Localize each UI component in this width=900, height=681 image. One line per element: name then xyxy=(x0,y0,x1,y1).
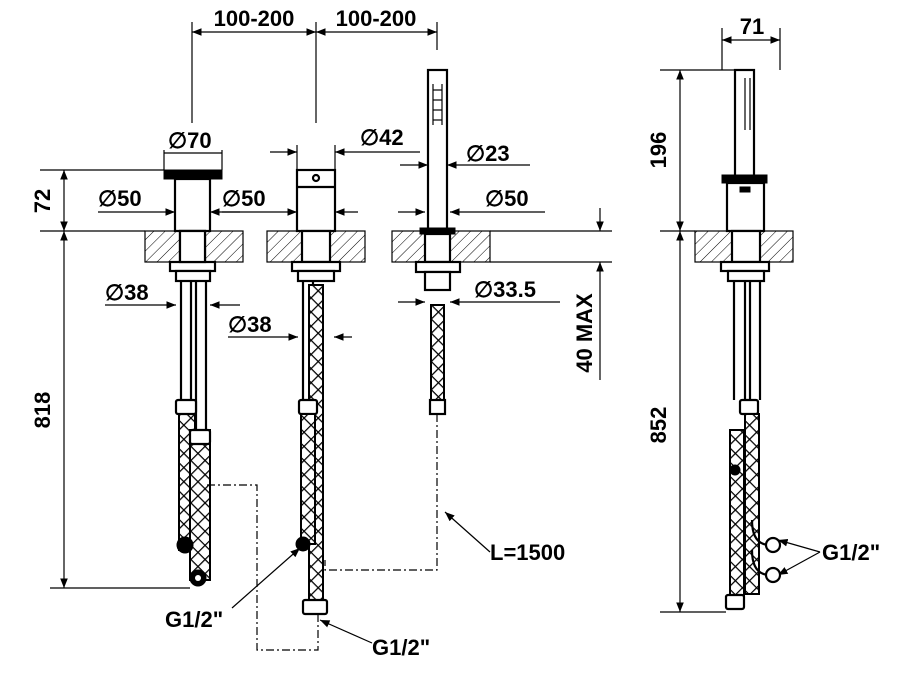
diameter-50-center-label: ∅50 xyxy=(222,186,266,211)
diameter-42-label: ∅42 xyxy=(360,125,404,150)
hose-paths xyxy=(207,414,438,651)
center-mixer xyxy=(290,168,342,616)
hose-length-label: L=1500 xyxy=(490,540,565,565)
diameter-23-label: ∅23 xyxy=(466,141,510,166)
thread-label-right: G1/2" xyxy=(822,540,880,565)
width-71-label: 71 xyxy=(740,14,764,39)
left-mixer-shank xyxy=(178,229,207,264)
height-196-label: 196 xyxy=(646,132,671,169)
spacing-label-2: 100-200 xyxy=(336,6,417,31)
height-72-label: 72 xyxy=(30,189,55,213)
max-40-label: 40 MAX xyxy=(572,293,597,373)
height-818-label: 818 xyxy=(30,392,55,429)
spacing-label-1: 100-200 xyxy=(214,6,295,31)
connection-callouts: G1/2" G1/2" G1/2" xyxy=(165,538,880,660)
diameter-38-left-label: ∅38 xyxy=(105,280,149,305)
vertical-dimensions-left: 72 818 xyxy=(30,169,190,589)
diameter-33-5-label: ∅33.5 xyxy=(474,277,536,302)
diameter-70-label: ∅70 xyxy=(168,128,212,153)
side-view xyxy=(719,68,782,611)
diameter-38-center-label: ∅38 xyxy=(228,312,272,337)
height-852-label: 852 xyxy=(646,407,671,444)
hose-length-callout: L=1500 xyxy=(444,511,565,565)
deck-thickness-dimension: 40 MAX xyxy=(490,208,612,380)
deck-sections xyxy=(144,230,794,263)
spacing-dimensions: 100-200 100-200 xyxy=(191,6,438,123)
thread-label-left: G1/2" xyxy=(165,607,223,632)
hand-shower xyxy=(414,68,462,416)
diameter-50-left-label: ∅50 xyxy=(98,186,142,211)
diameter-50-right-label: ∅50 xyxy=(485,186,529,211)
diameter-dimensions: ∅70 ∅42 ∅23 ∅50 ∅50 ∅50 ∅38 ∅38 xyxy=(98,125,560,341)
side-view-dimensions: 71 196 852 xyxy=(646,14,781,613)
thread-label-center: G1/2" xyxy=(372,635,430,660)
